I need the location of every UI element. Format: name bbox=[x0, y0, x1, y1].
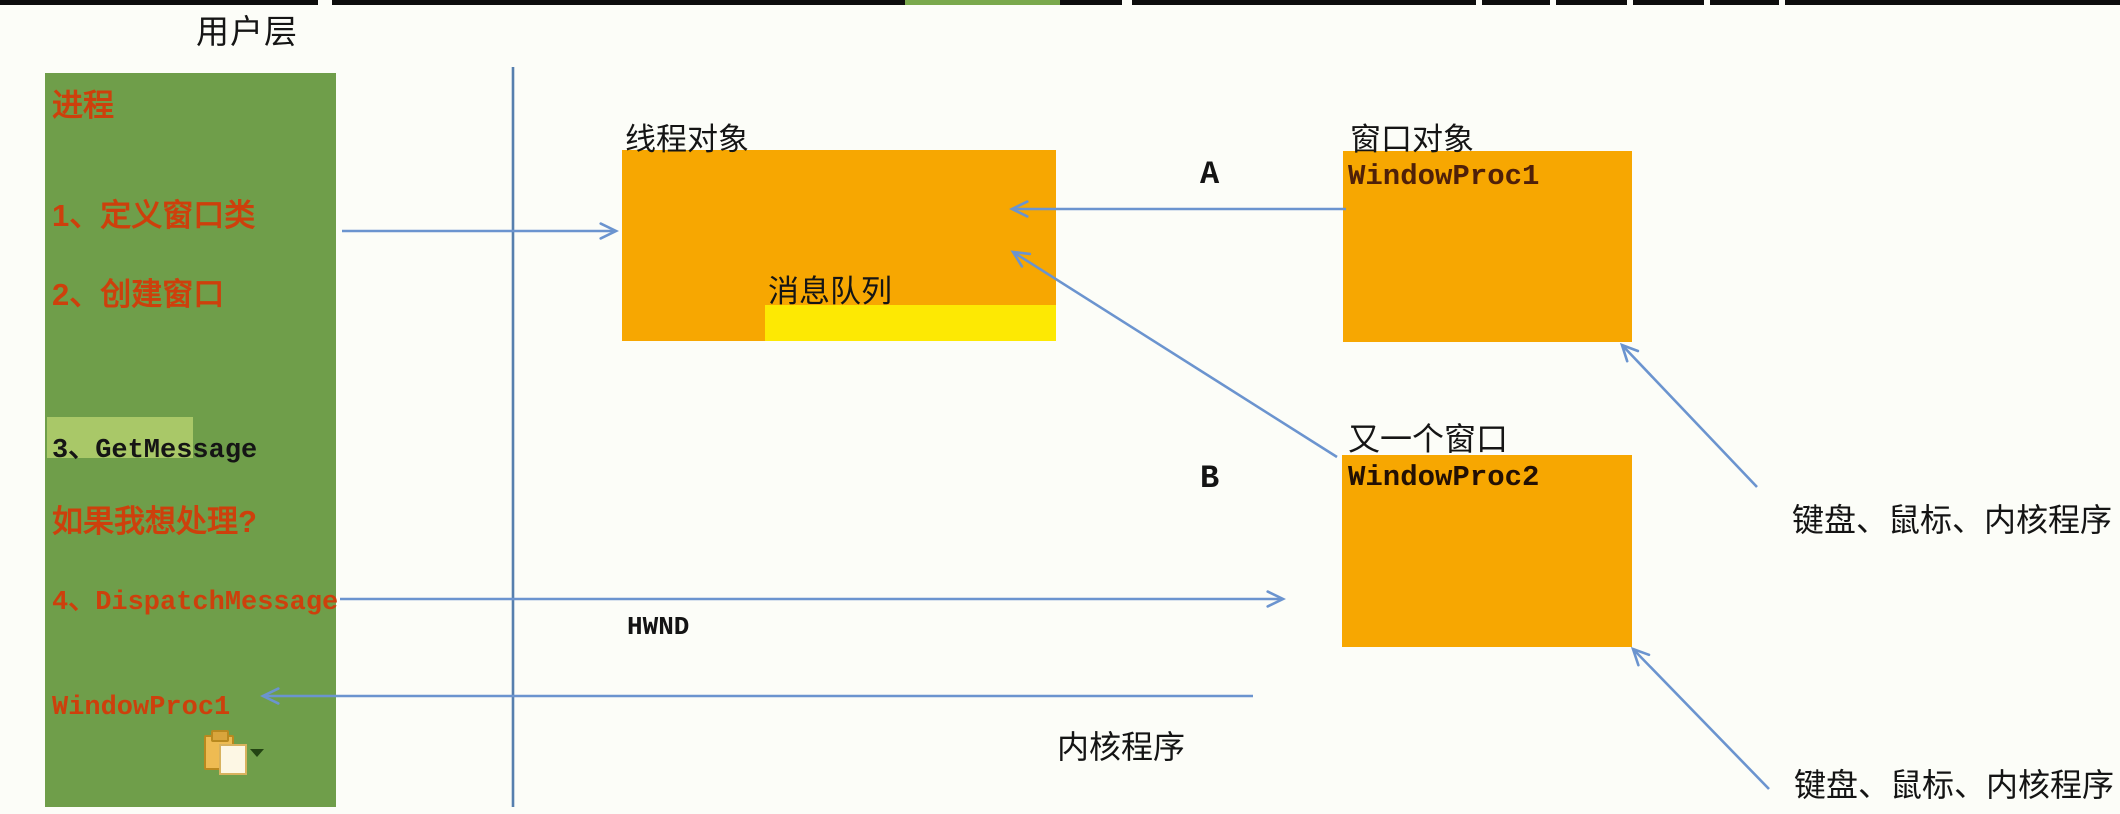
process-step-3: 3、GetMessage bbox=[52, 436, 258, 466]
arrow-hwnd-dispatch bbox=[340, 590, 1286, 608]
window-box2-label: 又一个窗口 bbox=[1348, 421, 1509, 457]
input-sources-note-bottom: 键盘、鼠标、内核程序 bbox=[1794, 767, 2115, 803]
arrow-label-hwnd: HWND bbox=[627, 612, 690, 642]
process-step-4: 4、DispatchMessage bbox=[52, 588, 339, 618]
arrow-label-b: B bbox=[1200, 460, 1220, 497]
process-step-2: 2、创建窗口 bbox=[52, 277, 225, 312]
top-edge-bar-gap bbox=[1550, 0, 1556, 5]
getmessage-highlight bbox=[47, 417, 193, 458]
process-windowproc-label: WindowProc1 bbox=[52, 693, 231, 723]
arrow-input-to-window1 bbox=[1619, 342, 1758, 488]
top-edge-bar-gap bbox=[1476, 0, 1482, 5]
top-edge-bar-green-segment bbox=[905, 0, 1060, 5]
top-edge-bar-gap bbox=[1779, 0, 1785, 5]
arrow-input-to-window2 bbox=[1630, 646, 1770, 790]
paste-options-button[interactable] bbox=[202, 729, 264, 775]
window-box1-proc: WindowProc1 bbox=[1348, 160, 1540, 193]
arrow-a-window1-to-queue bbox=[1009, 200, 1346, 218]
message-queue-box bbox=[765, 305, 1056, 341]
chevron-down-icon bbox=[250, 749, 264, 757]
arrow-kernel-to-winproc bbox=[260, 687, 1253, 705]
paper-sheet-icon bbox=[219, 744, 247, 775]
process-question: 如果我想处理? bbox=[52, 504, 257, 539]
message-queue-label: 消息队列 bbox=[768, 274, 892, 309]
arrow-process-to-thread bbox=[342, 222, 619, 240]
window-box2-proc: WindowProc2 bbox=[1348, 461, 1540, 494]
window-object-box-2 bbox=[1342, 455, 1632, 647]
arrow-label-a: A bbox=[1200, 156, 1220, 193]
top-edge-bar-gap bbox=[1627, 0, 1633, 5]
arrow-b-window2-to-queue bbox=[1010, 250, 1338, 459]
page-title: 用户层 bbox=[196, 13, 298, 50]
top-edge-bar bbox=[0, 0, 2120, 5]
kernel-program-label: 内核程序 bbox=[1057, 729, 1186, 765]
thread-box-label: 线程对象 bbox=[625, 122, 749, 157]
top-edge-bar-gap bbox=[1122, 0, 1132, 5]
top-edge-bar-gap bbox=[318, 0, 332, 5]
input-sources-note-top: 键盘、鼠标、内核程序 bbox=[1792, 502, 2113, 538]
process-step-1: 1、定义窗口类 bbox=[52, 198, 256, 233]
window-box1-label: 窗口对象 bbox=[1350, 122, 1474, 157]
clipboard-clip-icon bbox=[211, 730, 229, 742]
top-edge-bar-gap bbox=[1704, 0, 1710, 5]
process-panel-title: 进程 bbox=[52, 88, 114, 123]
window-object-box-1 bbox=[1343, 151, 1632, 342]
